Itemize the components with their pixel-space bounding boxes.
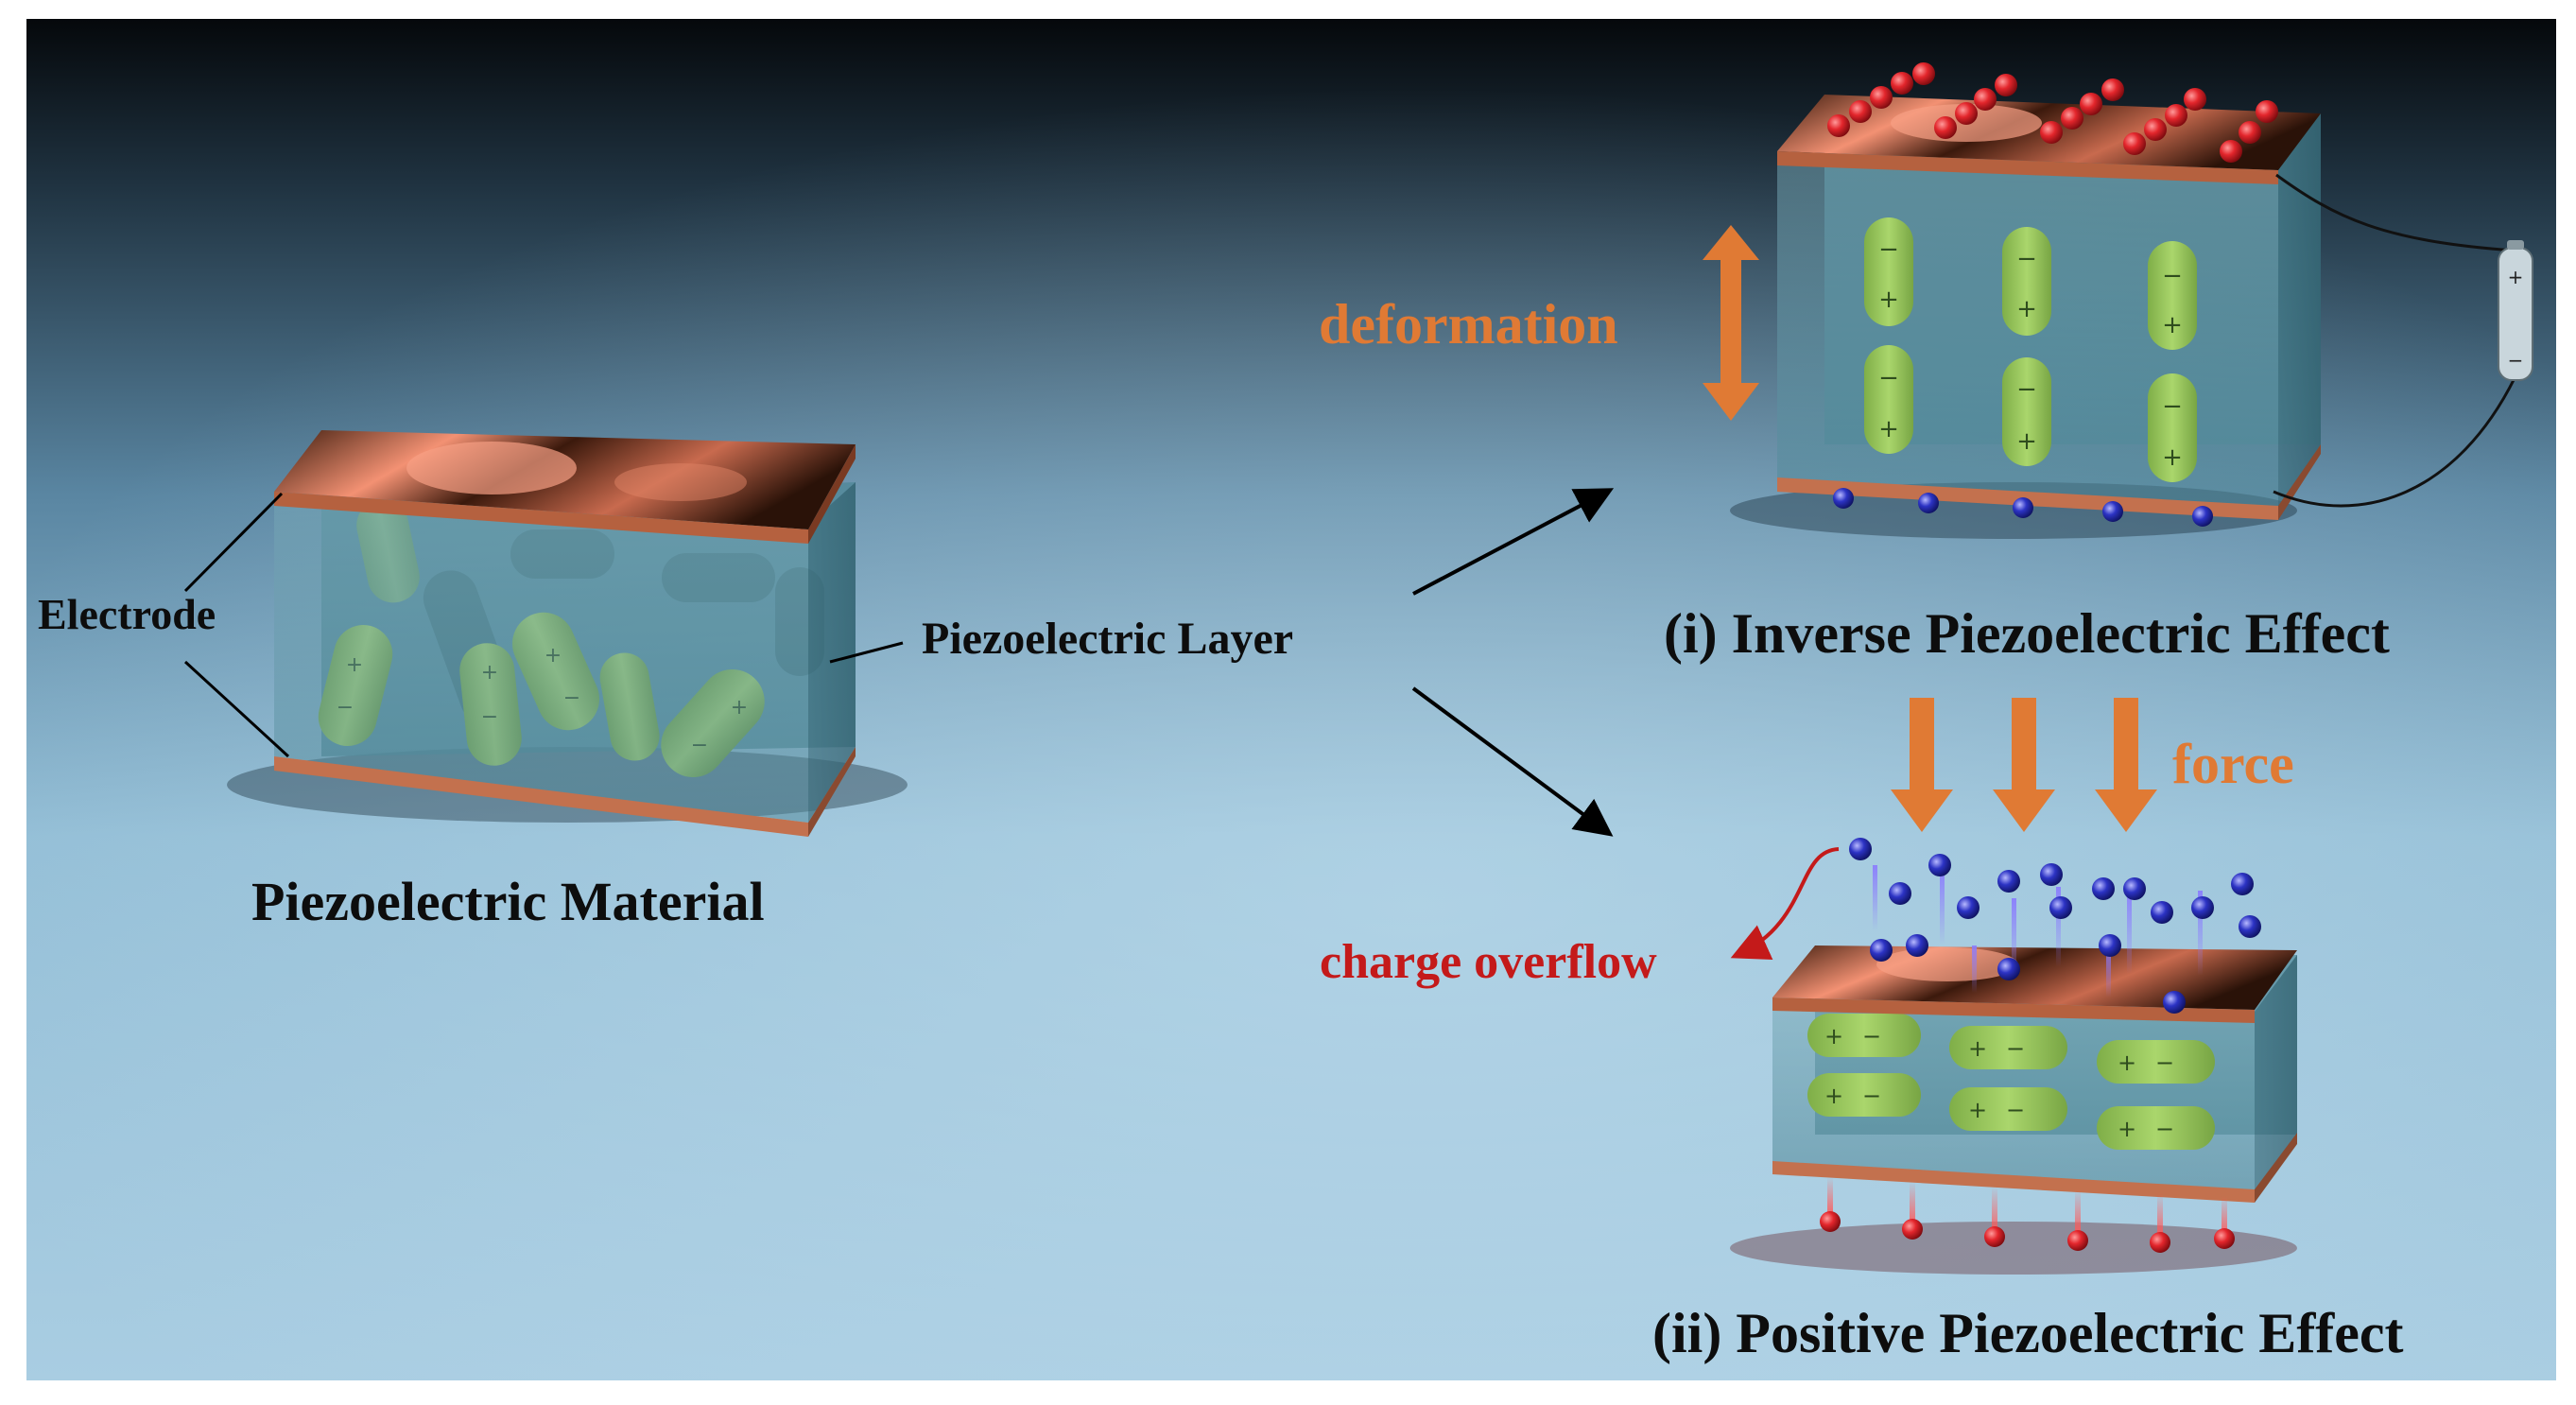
svg-text:−: − <box>2155 1049 2174 1076</box>
deformation-arrow-icon <box>1703 225 1759 421</box>
svg-text:+: + <box>2016 427 2037 456</box>
arrow-icon-to-inverse <box>1412 488 1615 596</box>
svg-text:+: + <box>2162 311 2183 339</box>
svg-text:−: − <box>2006 1035 2025 1062</box>
svg-text:−: − <box>2016 245 2037 273</box>
inverse-effect-title: (i) Inverse Piezoelectric Effect <box>1664 602 2390 665</box>
electrode-label: Electrode <box>38 590 216 638</box>
svg-text:+: + <box>1968 1097 1987 1123</box>
dipole-icon-group-positive: + − + − + − + − + − + − <box>1807 1014 2215 1150</box>
svg-text:+: + <box>2016 295 2037 323</box>
svg-text:+: + <box>1824 1023 1843 1049</box>
svg-text:−: − <box>2508 349 2524 372</box>
charge-icon-positive-top <box>1827 62 2278 163</box>
charge-icon-negative-top <box>1849 838 2261 1014</box>
svg-text:−: − <box>1862 1023 1881 1049</box>
piezo-layer-label: Piezoelectric Layer <box>922 614 1294 664</box>
svg-text:+: + <box>1878 286 1899 314</box>
electrode-leader-lines <box>183 492 290 758</box>
svg-text:+: + <box>1824 1083 1843 1109</box>
svg-text:+: + <box>2118 1116 2136 1142</box>
svg-text:−: − <box>2016 375 2037 404</box>
positive-effect-block: + − + − + − + − + − + − <box>1730 838 2297 1275</box>
svg-text:+: + <box>2162 443 2183 472</box>
svg-text:−: − <box>1878 364 1899 392</box>
piezo-material-block: + − + − + − + − <box>227 430 908 837</box>
svg-text:−: − <box>2162 392 2183 421</box>
svg-text:−: − <box>1878 235 1899 264</box>
svg-text:+: + <box>1878 415 1899 443</box>
svg-text:−: − <box>2006 1097 2025 1123</box>
force-label: force <box>2172 733 2294 795</box>
svg-text:−: − <box>1862 1083 1881 1109</box>
charge-icon-negative-bottom <box>1833 488 2213 527</box>
charge-overflow-arrow-icon <box>1730 847 1840 960</box>
deformation-label: deformation <box>1319 293 1618 356</box>
charge-icon-positive-bottom <box>1820 1177 2235 1253</box>
inverse-effect-block: − + − + − + − + − + − + <box>1730 62 2321 539</box>
svg-text:−: − <box>2162 262 2183 290</box>
charge-overflow-label: charge overflow <box>1320 935 1657 989</box>
positive-effect-title: (ii) Positive Piezoelectric Effect <box>1652 1302 2404 1364</box>
arrow-icon-to-positive <box>1411 686 1614 837</box>
svg-text:+: + <box>2508 266 2524 288</box>
dipole-icon-group-inverse: − + − + − + − + − + − + <box>1864 217 2197 482</box>
svg-text:+: + <box>1968 1035 1987 1062</box>
svg-text:+: + <box>2118 1049 2136 1076</box>
piezo-layer-leader <box>829 641 904 664</box>
force-arrow-icons <box>1891 698 2157 832</box>
piezo-material-title: Piezoelectric Material <box>251 871 765 932</box>
svg-text:−: − <box>2155 1116 2174 1142</box>
battery-icon: + − <box>2273 173 2533 508</box>
